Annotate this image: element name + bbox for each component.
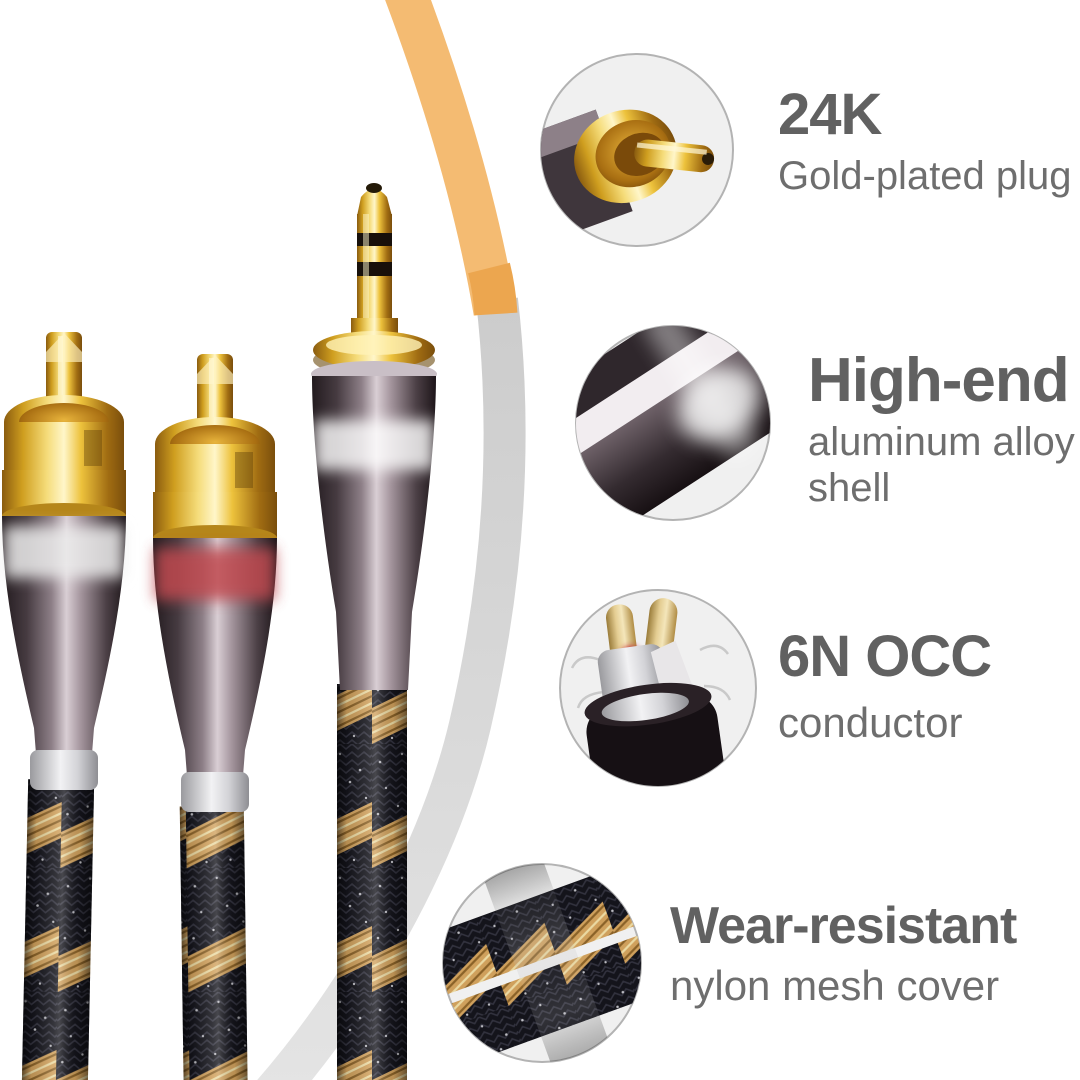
rca-plug-red (153, 354, 277, 812)
feature-title: 24K (778, 82, 882, 147)
feature-subtitle: aluminum alloy shell (808, 420, 1075, 511)
feature-title: High-end (808, 346, 1070, 415)
braided-cable-left (21, 779, 95, 1080)
feature-title: 6N OCC (778, 624, 992, 689)
callout-circle-gold-plug (513, 53, 734, 247)
rca-plug-white (2, 332, 126, 790)
braided-cable-middle (179, 805, 248, 1080)
callout-circle-nylon-mesh (442, 863, 642, 1063)
feature-subtitle: conductor (778, 699, 963, 746)
feature-subtitle: Gold-plated plug (778, 154, 1072, 198)
callout-circle-conductor (559, 589, 757, 787)
feature-nylon-mesh: Wear-resistant nylon mesh cover (670, 897, 1017, 1011)
feature-alloy-shell: High-end aluminum alloy shell (808, 350, 1080, 512)
feature-subtitle: nylon mesh cover (670, 962, 1000, 1009)
feature-occ-conductor: 6N OCC conductor (778, 624, 992, 748)
jack-3-5mm-plug (311, 183, 437, 690)
feature-gold-plug: 24K Gold-plated plug (778, 86, 1072, 199)
braided-cable-jack (337, 684, 407, 1080)
callout-circle-alloy-shell (575, 325, 771, 521)
feature-title: Wear-resistant (670, 897, 1017, 955)
